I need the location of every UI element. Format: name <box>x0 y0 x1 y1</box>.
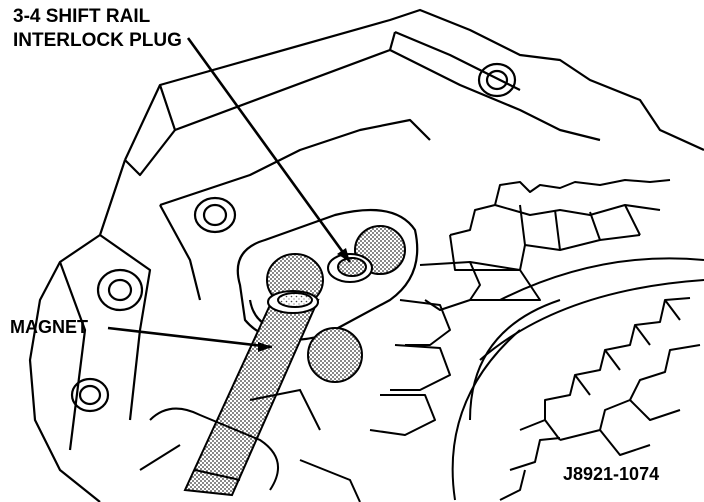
interlock-plug <box>327 253 373 283</box>
magnet-leader <box>107 326 273 349</box>
magnet <box>183 290 320 497</box>
interlock-label-line2: INTERLOCK PLUG <box>13 30 182 51</box>
lower-rail-bore <box>307 327 363 383</box>
figure-id-label: J8921-1074 <box>563 464 659 484</box>
lower-linkage <box>139 388 361 502</box>
gear-cluster <box>369 179 704 501</box>
leader-arrowheads <box>258 248 350 352</box>
interlock-leader <box>186 37 352 263</box>
leader-lines <box>107 37 352 349</box>
magnet-label: MAGNET <box>10 317 88 337</box>
interlock-label-line1: 3-4 SHIFT RAIL <box>13 6 151 27</box>
